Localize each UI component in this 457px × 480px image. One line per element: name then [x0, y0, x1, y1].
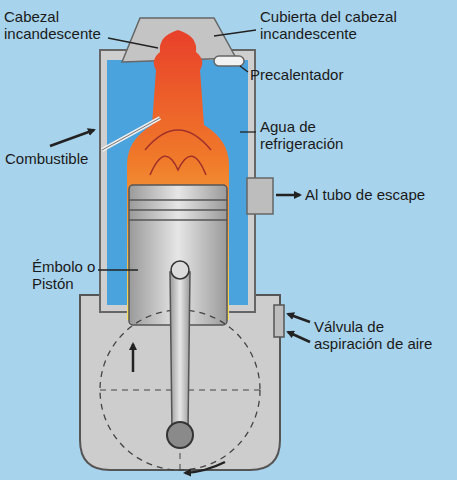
part-label: Combustible [5, 150, 105, 167]
part-label: Agua de refrigeración [260, 118, 370, 152]
part-label: Cubierta del cabezal incandescente [260, 8, 450, 42]
part-label: Émbolo o Pistón [32, 258, 96, 292]
part-label: Cabezal incandescente [4, 8, 112, 42]
part-label: Al tubo de escape [305, 186, 453, 203]
part-label: Precalentador [250, 66, 400, 83]
part-label: Válvula de aspiración de aire [314, 318, 452, 352]
